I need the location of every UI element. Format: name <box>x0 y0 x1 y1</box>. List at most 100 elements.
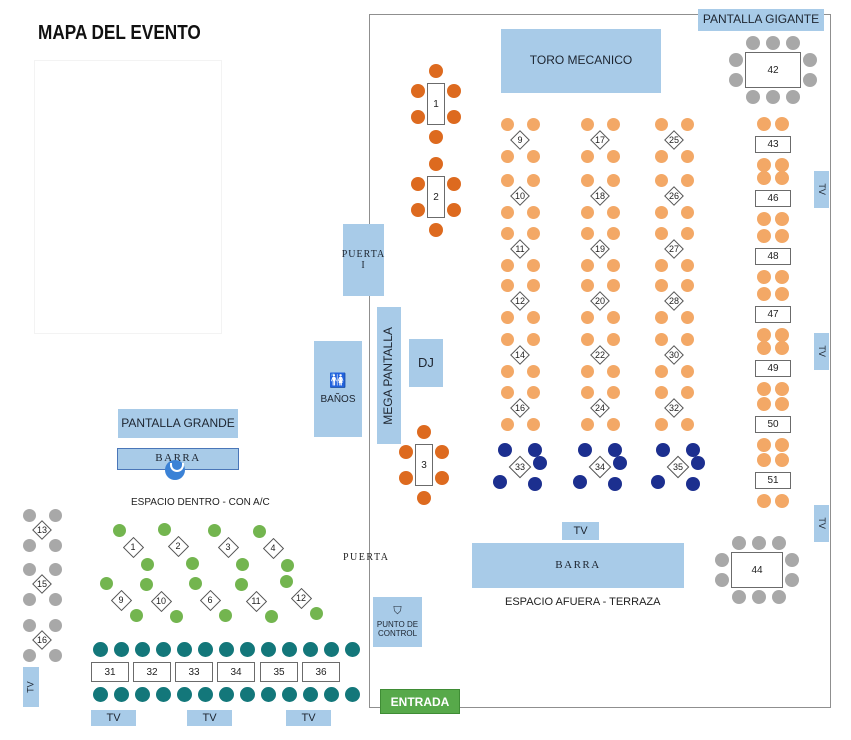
chair <box>606 417 620 431</box>
chair <box>654 364 668 378</box>
chair <box>500 173 514 187</box>
chair <box>22 562 36 576</box>
chair <box>775 229 789 243</box>
table-gray-42[interactable]: 42 <box>745 52 801 88</box>
chair <box>752 590 766 604</box>
punto-de-control: ⛉ PUNTO DE CONTROL <box>373 597 422 647</box>
chair <box>606 278 620 292</box>
mega-pantalla: MEGA PANTALLA <box>377 307 401 444</box>
table-terrace-27-number: 27 <box>668 244 679 254</box>
chair <box>309 606 323 620</box>
table-teal-36[interactable]: 36 <box>302 662 340 682</box>
chair <box>500 332 514 346</box>
mega-pantalla-label: MEGA PANTALLA <box>381 326 396 425</box>
chair <box>757 341 771 355</box>
chair <box>188 576 202 590</box>
chair <box>775 382 789 396</box>
table-teal-35[interactable]: 35 <box>260 662 298 682</box>
table-green-b-6-number: 6 <box>207 595 213 605</box>
chair <box>654 117 668 131</box>
chair <box>113 686 129 702</box>
chair <box>772 590 786 604</box>
table-right-46[interactable]: 46 <box>755 190 791 207</box>
table-orange-1[interactable]: 1 <box>427 83 445 125</box>
chair <box>113 641 129 657</box>
table-right-50[interactable]: 50 <box>755 416 791 433</box>
table-teal-34[interactable]: 34 <box>217 662 255 682</box>
chair <box>654 332 668 346</box>
table-right-51[interactable]: 51 <box>755 472 791 489</box>
puerta-side-label: PUERTA <box>341 248 386 260</box>
chair <box>500 417 514 431</box>
chair <box>176 686 192 702</box>
chair <box>500 385 514 399</box>
chair <box>680 385 694 399</box>
table-terrace-14-number: 14 <box>514 350 525 360</box>
chair <box>775 453 789 467</box>
table-orange-2[interactable]: 2 <box>427 176 445 218</box>
smile-mouth <box>170 463 184 472</box>
chair <box>606 310 620 324</box>
chair <box>48 508 62 522</box>
chair <box>757 212 771 226</box>
chair <box>651 475 665 489</box>
puerta-side-i: I <box>361 260 366 271</box>
chair <box>606 332 620 346</box>
table-green-1-number: 1 <box>130 542 136 552</box>
tv-right-2: TV <box>814 333 829 370</box>
chair <box>757 438 771 452</box>
chair <box>185 556 199 570</box>
espacio-dentro-caption: ESPACIO DENTRO - CON A/C <box>131 497 270 508</box>
chair <box>157 522 171 536</box>
chair <box>411 177 425 191</box>
table-navy-35-number: 35 <box>672 462 683 472</box>
tv-left: TV <box>23 667 39 707</box>
chair <box>680 278 694 292</box>
chair <box>493 475 507 489</box>
chair <box>757 287 771 301</box>
chair <box>281 686 297 702</box>
table-right-43[interactable]: 43 <box>755 136 791 153</box>
table-terrace-24-number: 24 <box>594 403 605 413</box>
chair <box>155 686 171 702</box>
chair <box>680 117 694 131</box>
table-orange-3[interactable]: 3 <box>415 444 433 486</box>
table-gray-left-16-number: 16 <box>36 635 47 645</box>
tv-left-label: TV <box>25 681 36 693</box>
chair <box>260 641 276 657</box>
table-right-47[interactable]: 47 <box>755 306 791 323</box>
chair <box>526 205 540 219</box>
chair <box>399 471 413 485</box>
table-teal-31[interactable]: 31 <box>91 662 129 682</box>
table-teal-33[interactable]: 33 <box>175 662 213 682</box>
chair <box>680 173 694 187</box>
chair <box>654 310 668 324</box>
chair <box>775 494 789 508</box>
banos-label: BAÑOS <box>320 394 356 406</box>
chair <box>48 648 62 662</box>
chair <box>680 258 694 272</box>
table-right-48[interactable]: 48 <box>755 248 791 265</box>
chair <box>732 590 746 604</box>
chair <box>766 90 780 104</box>
banos: 🚻 BAÑOS <box>314 341 362 437</box>
table-right-49[interactable]: 49 <box>755 360 791 377</box>
chair <box>528 443 542 457</box>
table-green-4-number: 4 <box>270 543 276 553</box>
chair <box>775 117 789 131</box>
chair <box>435 445 449 459</box>
chair <box>757 382 771 396</box>
chair <box>691 456 705 470</box>
chair <box>606 258 620 272</box>
table-terrace-12-number: 12 <box>514 296 525 306</box>
entrada-button[interactable]: ENTRADA <box>380 689 460 714</box>
tv-right-1: TV <box>814 171 829 208</box>
chair <box>22 538 36 552</box>
chair <box>580 364 594 378</box>
table-teal-32[interactable]: 32 <box>133 662 171 682</box>
table-gray-44[interactable]: 44 <box>731 552 783 588</box>
chair <box>686 477 700 491</box>
chair <box>48 592 62 606</box>
chair <box>169 609 183 623</box>
chair <box>752 536 766 550</box>
